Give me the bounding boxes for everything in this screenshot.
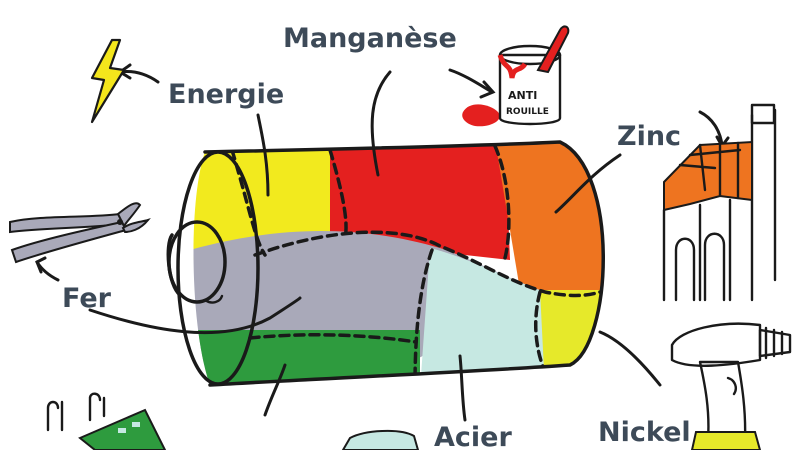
segment-acier (420, 248, 545, 385)
label-energie: Energie (168, 79, 284, 110)
house-roof-icon (662, 103, 777, 302)
battery-body (193, 142, 604, 385)
label-manganese: Manganèse (283, 23, 457, 54)
segment-manganese (330, 142, 510, 260)
ice-cube-icon (341, 429, 420, 450)
label-acier: Acier (434, 422, 512, 450)
paint-can-text-1: ANTI (508, 89, 537, 102)
paint-can-text-2: ROUILLE (506, 107, 549, 117)
paint-can-icon: ANTI ROUILLE (462, 25, 570, 127)
drill-icon (670, 322, 792, 450)
label-nickel: Nickel (598, 417, 691, 448)
label-fer: Fer (62, 283, 112, 314)
battery-outline (203, 140, 605, 387)
label-zinc: Zinc (617, 121, 681, 152)
pliers-icon (9, 202, 151, 264)
circuit-board-icon (46, 392, 167, 450)
segment-green (193, 330, 420, 385)
lightning-icon (90, 38, 126, 124)
